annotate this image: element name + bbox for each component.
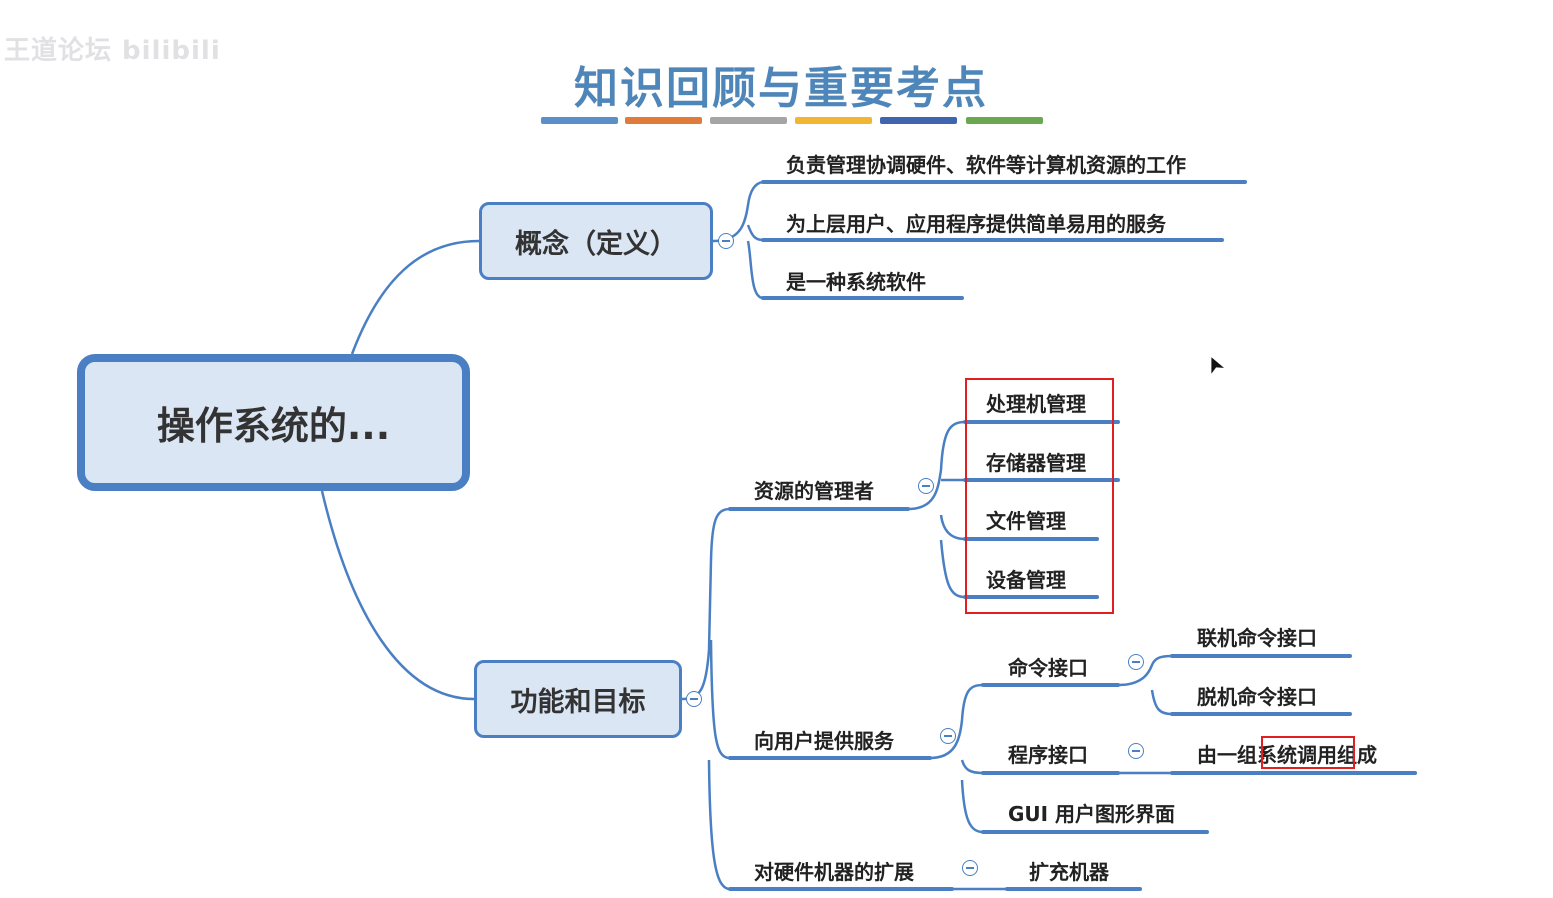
collapse-command-icon[interactable]	[1128, 654, 1144, 670]
collapse-functions-icon[interactable]	[686, 691, 702, 707]
gui-label: GUI 用户图形界面	[1008, 802, 1176, 826]
slide-title: 知识回顾与重要考点	[574, 63, 988, 114]
syscall-description: 由一组系统调用组成	[1197, 739, 1377, 768]
hardware-extension-label: 对硬件机器的扩展	[754, 860, 914, 884]
collapse-resource-icon[interactable]	[918, 478, 934, 494]
title-bar-2	[625, 117, 702, 124]
syscall-desc-highlight: 系统调用	[1257, 743, 1337, 767]
title-bar-4	[795, 117, 872, 124]
functions-node[interactable]: 功能和目标	[474, 660, 682, 738]
concept-item-2: 为上层用户、应用程序提供简单易用的服务	[786, 212, 1166, 236]
collapse-concept-icon[interactable]	[718, 233, 734, 249]
resource-manager-label: 资源的管理者	[754, 479, 874, 503]
extended-machine-label: 扩充机器	[1029, 860, 1109, 884]
collapse-services-icon[interactable]	[940, 728, 956, 744]
online-command-label: 联机命令接口	[1197, 626, 1317, 650]
root-node[interactable]: 操作系统的...	[77, 354, 470, 491]
resource-highlight-box	[965, 378, 1114, 614]
memory-management-label: 存储器管理	[986, 451, 1086, 475]
collapse-program-icon[interactable]	[1128, 743, 1144, 759]
collapse-hardware-icon[interactable]	[962, 860, 978, 876]
user-services-label: 向用户提供服务	[754, 729, 894, 753]
concept-item-3: 是一种系统软件	[786, 270, 926, 294]
concept-node[interactable]: 概念（定义）	[479, 202, 713, 280]
syscall-desc-suffix: 组成	[1337, 743, 1377, 767]
syscall-desc-prefix: 由一组	[1197, 743, 1257, 767]
connector-root-functions	[320, 490, 475, 701]
command-interface-label: 命令接口	[1008, 656, 1088, 680]
title-bar-3	[710, 117, 787, 124]
title-bar-6	[966, 117, 1043, 124]
concept-item-1: 负责管理协调硬件、软件等计算机资源的工作	[786, 153, 1186, 177]
connector-services-children	[929, 683, 984, 834]
program-interface-label: 程序接口	[1008, 743, 1088, 767]
offline-command-label: 脱机命令接口	[1197, 685, 1317, 709]
syscall-highlight-box	[1261, 736, 1355, 769]
file-management-label: 文件管理	[986, 509, 1066, 533]
connector-resource-items	[907, 420, 966, 599]
connector-command-items	[1117, 654, 1173, 716]
device-management-label: 设备管理	[986, 568, 1066, 592]
connector-root-concept	[350, 239, 480, 355]
cpu-management-label: 处理机管理	[986, 392, 1086, 416]
watermark: 王道论坛 bilibili	[4, 36, 221, 66]
title-bar-1	[541, 117, 618, 124]
title-bar-5	[880, 117, 957, 124]
